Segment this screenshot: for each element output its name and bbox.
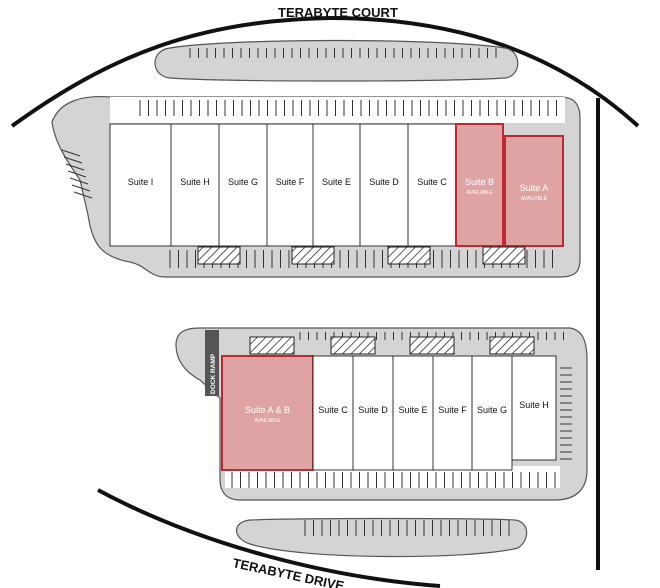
- suite-label: Suite H: [519, 400, 549, 410]
- north-loading-docks: [197, 246, 526, 265]
- north-stall-row: [110, 97, 565, 123]
- suite-status-label: AVAILABLE: [254, 418, 281, 424]
- parking-stall-line: [67, 170, 87, 178]
- parking-stall-line: [73, 191, 93, 199]
- loading-dock: [291, 246, 335, 265]
- loading-dock: [482, 246, 526, 265]
- south-parking-island: [235, 517, 528, 558]
- parking-stall-line: [63, 156, 83, 164]
- loading-dock: [489, 336, 535, 355]
- dock-ramp-label: DOCK RAMP: [210, 353, 217, 394]
- suite-unit[interactable]: [218, 123, 268, 247]
- terabyte-court-road: [10, 15, 640, 128]
- suite-unit[interactable]: [109, 123, 172, 247]
- suite-unit[interactable]: [455, 123, 504, 247]
- suite-label: Suite F: [438, 405, 467, 415]
- loading-dock: [330, 336, 376, 355]
- parking-stall-line: [71, 184, 91, 192]
- suite-label: Suite D: [358, 405, 388, 415]
- suite-label: Suite C: [318, 405, 348, 415]
- suite-unit[interactable]: [359, 123, 409, 247]
- terabyte-drive-road: [97, 488, 441, 588]
- suite-unit[interactable]: [432, 355, 473, 471]
- suite-label: Suite F: [276, 177, 305, 187]
- suite-status-label: AVAILABLE: [466, 190, 493, 196]
- suite-label: Suite H: [180, 177, 210, 187]
- suite-unit[interactable]: [266, 123, 314, 247]
- loading-dock: [249, 336, 295, 355]
- suite-unit[interactable]: [170, 123, 220, 247]
- suite-unit[interactable]: [312, 123, 361, 247]
- suite-label: Suite B: [465, 177, 494, 187]
- terabyte-court-label: TERABYTE COURT: [278, 5, 398, 20]
- parking-stall-line: [61, 149, 81, 157]
- north-building: Suite I Suite H Suite G Suite F Suite E Suite…: [109, 123, 564, 247]
- suite-unit[interactable]: [511, 355, 557, 461]
- suite-unit[interactable]: [352, 355, 394, 471]
- suite-unit[interactable]: [504, 135, 564, 247]
- suite-label: Suite G: [228, 177, 258, 187]
- suite-label: Suite G: [477, 405, 507, 415]
- dock-ramp: DOCK RAMP: [205, 330, 219, 396]
- north-parking-island: [154, 39, 519, 82]
- suite-status-label: AVAILABLE: [521, 196, 548, 202]
- loading-dock: [387, 246, 431, 265]
- south-building: Suite A & B AVAILABLE Suite C Suite D Suite …: [221, 355, 557, 471]
- parking-stall-line: [69, 177, 89, 185]
- suite-label: Suite A & B: [245, 405, 290, 415]
- suite-label: Suite C: [417, 177, 447, 187]
- suite-unit[interactable]: [471, 355, 513, 471]
- suite-label: Suite I: [128, 177, 154, 187]
- suite-label: Suite E: [398, 405, 427, 415]
- suite-unit[interactable]: [312, 355, 354, 471]
- parking-stall-line: [65, 163, 85, 171]
- loading-dock: [409, 336, 455, 355]
- suite-unit[interactable]: [407, 123, 457, 247]
- suite-label: Suite E: [322, 177, 351, 187]
- suite-label: Suite D: [369, 177, 399, 187]
- south-loading-docks: [249, 336, 535, 355]
- suite-label: Suite A: [520, 183, 549, 193]
- loading-dock: [197, 246, 241, 265]
